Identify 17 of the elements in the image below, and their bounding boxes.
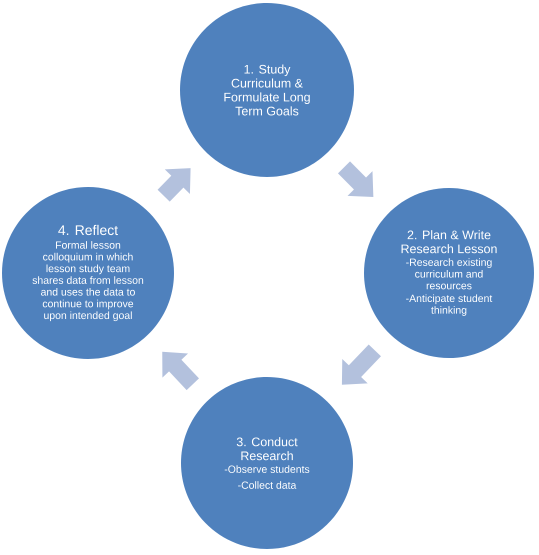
step-heading: 4. Reflect xyxy=(58,224,118,236)
step-text: Formal lesson colloquium in which lesson study team shares data from lesson and uses the data to continue to improve upon intended goal xyxy=(32,241,144,322)
step-text: -Anticipate student thinking xyxy=(406,294,492,316)
step-circle xyxy=(181,377,353,549)
step-heading: 1. Study Curriculum & Formulate Long Term Goals xyxy=(224,64,310,116)
step-circle xyxy=(180,3,354,177)
step-circle xyxy=(364,188,534,358)
block-arrow xyxy=(338,161,374,197)
step-circle xyxy=(2,187,174,359)
step-heading: 2. Plan & Write Research Lesson xyxy=(402,230,497,254)
block-arrow xyxy=(158,168,191,202)
step-text: -Observe students xyxy=(224,465,310,473)
block-arrow xyxy=(162,352,199,390)
block-arrow xyxy=(342,344,381,385)
step-heading: 3. Conduct Research xyxy=(236,437,298,460)
step-text: -Collect data xyxy=(238,481,296,489)
step-text: -Research existing curriculum and resources xyxy=(406,258,492,290)
